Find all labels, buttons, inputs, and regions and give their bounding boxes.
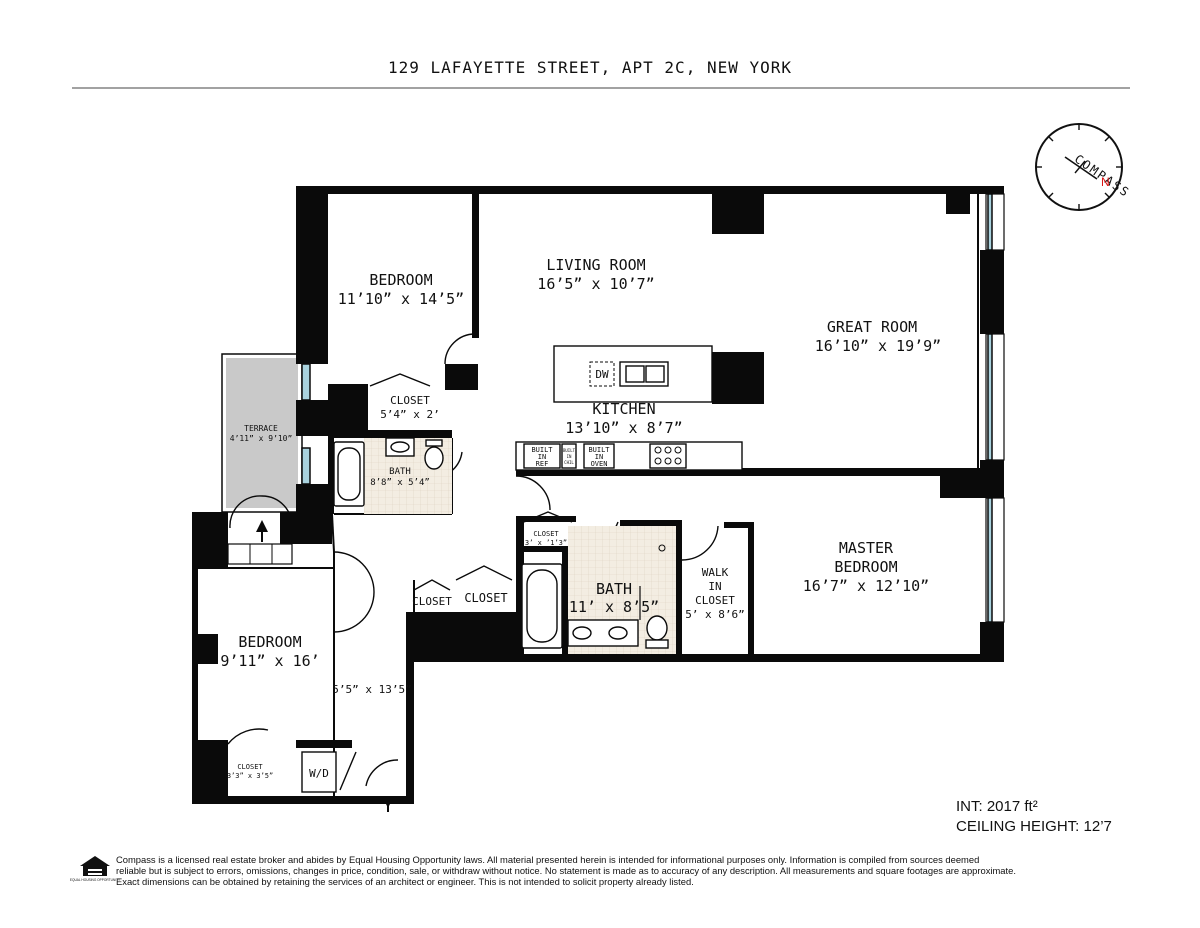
master-bedroom-line2: BEDROOM (834, 558, 897, 576)
windows (301, 193, 1005, 623)
bedroom-top-dims: 11’10” x 14’5” (338, 290, 464, 308)
equal-housing-logo: EQUAL HOUSING OPPORTUNITY (70, 856, 121, 882)
master-bedroom-dims: 16’7” x 12’10” (803, 577, 929, 595)
wine-label-1: BUILT (563, 448, 576, 453)
wine-label-3: CHIL (564, 460, 574, 465)
compass-north: N (1101, 175, 1110, 189)
kitchen-counter (515, 441, 743, 471)
closet-left-dims: 3’3” x 3’5” (227, 772, 273, 780)
walk-in-closet-line3: CLOSET (695, 594, 735, 607)
kitchen-island (553, 345, 713, 403)
disclaimer-line-1: Compass is a licensed real estate broker… (116, 854, 979, 865)
bedroom-left-name: BEDROOM (238, 633, 301, 651)
fridge-label-3: REF (536, 460, 549, 468)
fridge-label-1: BUILT (531, 446, 553, 454)
bath-small-fixtures (333, 437, 444, 507)
closet-left-name: CLOSET (237, 763, 263, 771)
bedroom-top-name: BEDROOM (369, 271, 432, 289)
closet-top-name: CLOSET (390, 394, 430, 407)
walk-in-closet-line2: IN (708, 580, 721, 593)
oven-label-1: BUILT (588, 446, 610, 454)
closet-small-dims: 3’ x ’1’3” (525, 539, 567, 547)
fridge-label-2: IN (538, 453, 546, 461)
terrace-entry-arrow-icon (256, 520, 268, 532)
living-room-dims: 16’5” x 10’7” (537, 275, 654, 293)
bedroom-left-dims: 9’11” x 16’ (220, 652, 319, 670)
equal-housing-logo-text: EQUAL HOUSING OPPORTUNITY (70, 878, 121, 882)
terrace-dims: 4’11” x 9’10” (230, 434, 293, 443)
closet-b-name: CLOSET (464, 591, 507, 605)
washer-dryer-box (301, 751, 337, 793)
closet-top-dims: 5’4” x 2’ (380, 408, 440, 421)
page-title: 129 LAFAYETTE STREET, APT 2C, NEW YORK (388, 58, 792, 77)
walls (192, 186, 1004, 804)
terrace-name: TERRACE (244, 424, 278, 433)
kitchen-name: KITCHEN (592, 400, 655, 418)
great-room-dims: 16’10” x 19’9” (815, 337, 941, 355)
great-room-name: GREAT ROOM (827, 318, 917, 336)
terrace-step (227, 543, 293, 565)
bath-master-name: BATH (596, 580, 632, 598)
wine-label-2: IN (567, 454, 572, 459)
master-bedroom-line1: MASTER (839, 539, 894, 557)
walk-in-closet-line1: WALK (702, 566, 729, 579)
bath-master-dims: 11’ x 8’5” (569, 598, 659, 616)
bath-small-name: BATH (389, 467, 411, 477)
disclaimer-line-3: Exact dimensions can be obtained by reta… (116, 876, 694, 887)
washer-dryer-label: W/D (309, 767, 329, 780)
terrace-area (226, 358, 298, 508)
bath-master-fixtures (521, 544, 669, 649)
bath-small-dims: 8’8” x 5’4” (370, 478, 430, 488)
hallway-dims: 5’5” x 13’5” (332, 683, 411, 696)
walk-in-closet-dims: 5’ x 8’6” (685, 608, 745, 621)
interior-area: INT: 2017 ft² (956, 798, 1038, 815)
dishwasher-label: DW (595, 368, 609, 381)
closet-small-name: CLOSET (533, 530, 559, 538)
closet-a-name: CLOSET (412, 595, 452, 608)
compass-rose: COMPASS N (1035, 123, 1133, 211)
oven-label-2: IN (595, 453, 603, 461)
living-room-name: LIVING ROOM (546, 256, 645, 274)
ceiling-height: CEILING HEIGHT: 12’7 (956, 818, 1112, 835)
kitchen-dims: 13’10” x 8’7” (565, 419, 682, 437)
disclaimer-line-2: reliable but is subject to errors, omiss… (116, 865, 1016, 876)
oven-label-3: OVEN (591, 460, 608, 468)
